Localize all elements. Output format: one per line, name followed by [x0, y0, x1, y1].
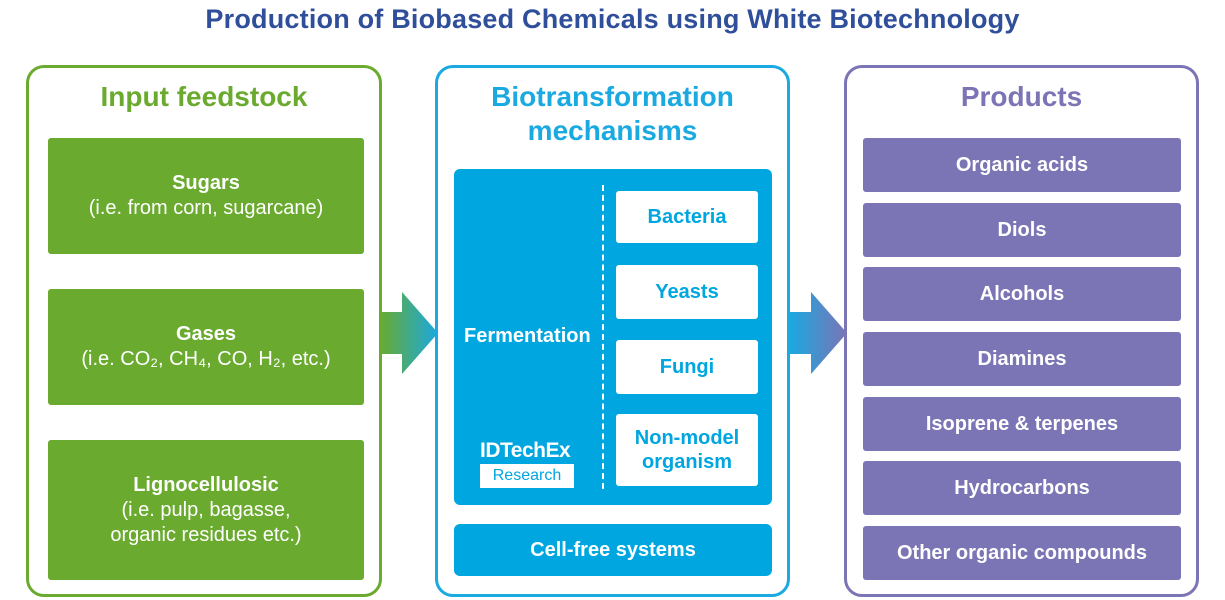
organism-box-non-model: Non-model organism — [616, 414, 758, 486]
feedstock-detail: (i.e. pulp, bagasse, — [121, 498, 291, 521]
idtechex-logo: IDTechEx Research — [480, 439, 576, 488]
flow-arrow-icon — [789, 292, 847, 374]
input-feedstock-panel: Input feedstock Sugars (i.e. from corn, … — [26, 65, 382, 597]
feedstock-box-lignocellulosic: Lignocellulosic (i.e. pulp, bagasse, org… — [48, 440, 364, 580]
logo-wordmark: IDTechEx — [480, 439, 571, 462]
product-box: Diamines — [863, 332, 1181, 386]
organism-label: Non-model — [634, 427, 740, 449]
fermentation-label: Fermentation — [464, 325, 591, 347]
product-box: Isoprene & terpenes — [863, 397, 1181, 451]
organism-box-fungi: Fungi — [616, 340, 758, 394]
feedstock-name: Sugars — [172, 172, 240, 194]
organism-label: Bacteria — [647, 206, 727, 228]
organism-box-yeasts: Yeasts — [616, 265, 758, 319]
logo-subtitle: Research — [480, 464, 574, 488]
feedstock-box-sugars: Sugars (i.e. from corn, sugarcane) — [48, 138, 364, 254]
products-title: Products — [960, 81, 1083, 112]
fermentation-area: Fermentation Bacteria Yeasts Fungi Non-m… — [454, 169, 772, 505]
biotransformation-title-line: Biotransformation — [491, 81, 734, 112]
feedstock-name: Gases — [175, 323, 237, 345]
biotransformation-title-line: mechanisms — [527, 115, 698, 146]
cell-free-systems-box: Cell-free systems — [454, 524, 772, 576]
product-box: Organic acids — [863, 138, 1181, 192]
feedstock-box-gases: Gases (i.e. CO₂, CH₄, CO, H₂, etc.) — [48, 289, 364, 405]
product-box: Diols — [863, 203, 1181, 257]
feedstock-name: Lignocellulosic — [133, 473, 279, 496]
product-box: Other organic compounds — [863, 526, 1181, 580]
input-feedstock-title: Input feedstock — [100, 81, 308, 112]
dashed-divider — [602, 185, 604, 489]
organism-box-bacteria: Bacteria — [616, 191, 758, 243]
organism-label: Fungi — [659, 356, 715, 378]
biotransformation-title: Biotransformation mechanisms — [438, 80, 787, 148]
product-box: Alcohols — [863, 267, 1181, 321]
organism-label: organism — [641, 451, 733, 473]
diagram-title: Production of Biobased Chemicals using W… — [205, 4, 1020, 34]
feedstock-detail: (i.e. CO₂, CH₄, CO, H₂, etc.) — [81, 348, 331, 370]
feedstock-detail: organic residues etc.) — [110, 523, 302, 546]
product-box: Hydrocarbons — [863, 461, 1181, 515]
organism-label: Yeasts — [655, 281, 719, 303]
flow-arrow-icon — [380, 292, 438, 374]
feedstock-detail: (i.e. from corn, sugarcane) — [88, 197, 324, 219]
products-panel: Products Organic acids Diols Alcohols Di… — [844, 65, 1199, 597]
biotransformation-panel: Biotransformation mechanisms Fermentatio… — [435, 65, 790, 597]
